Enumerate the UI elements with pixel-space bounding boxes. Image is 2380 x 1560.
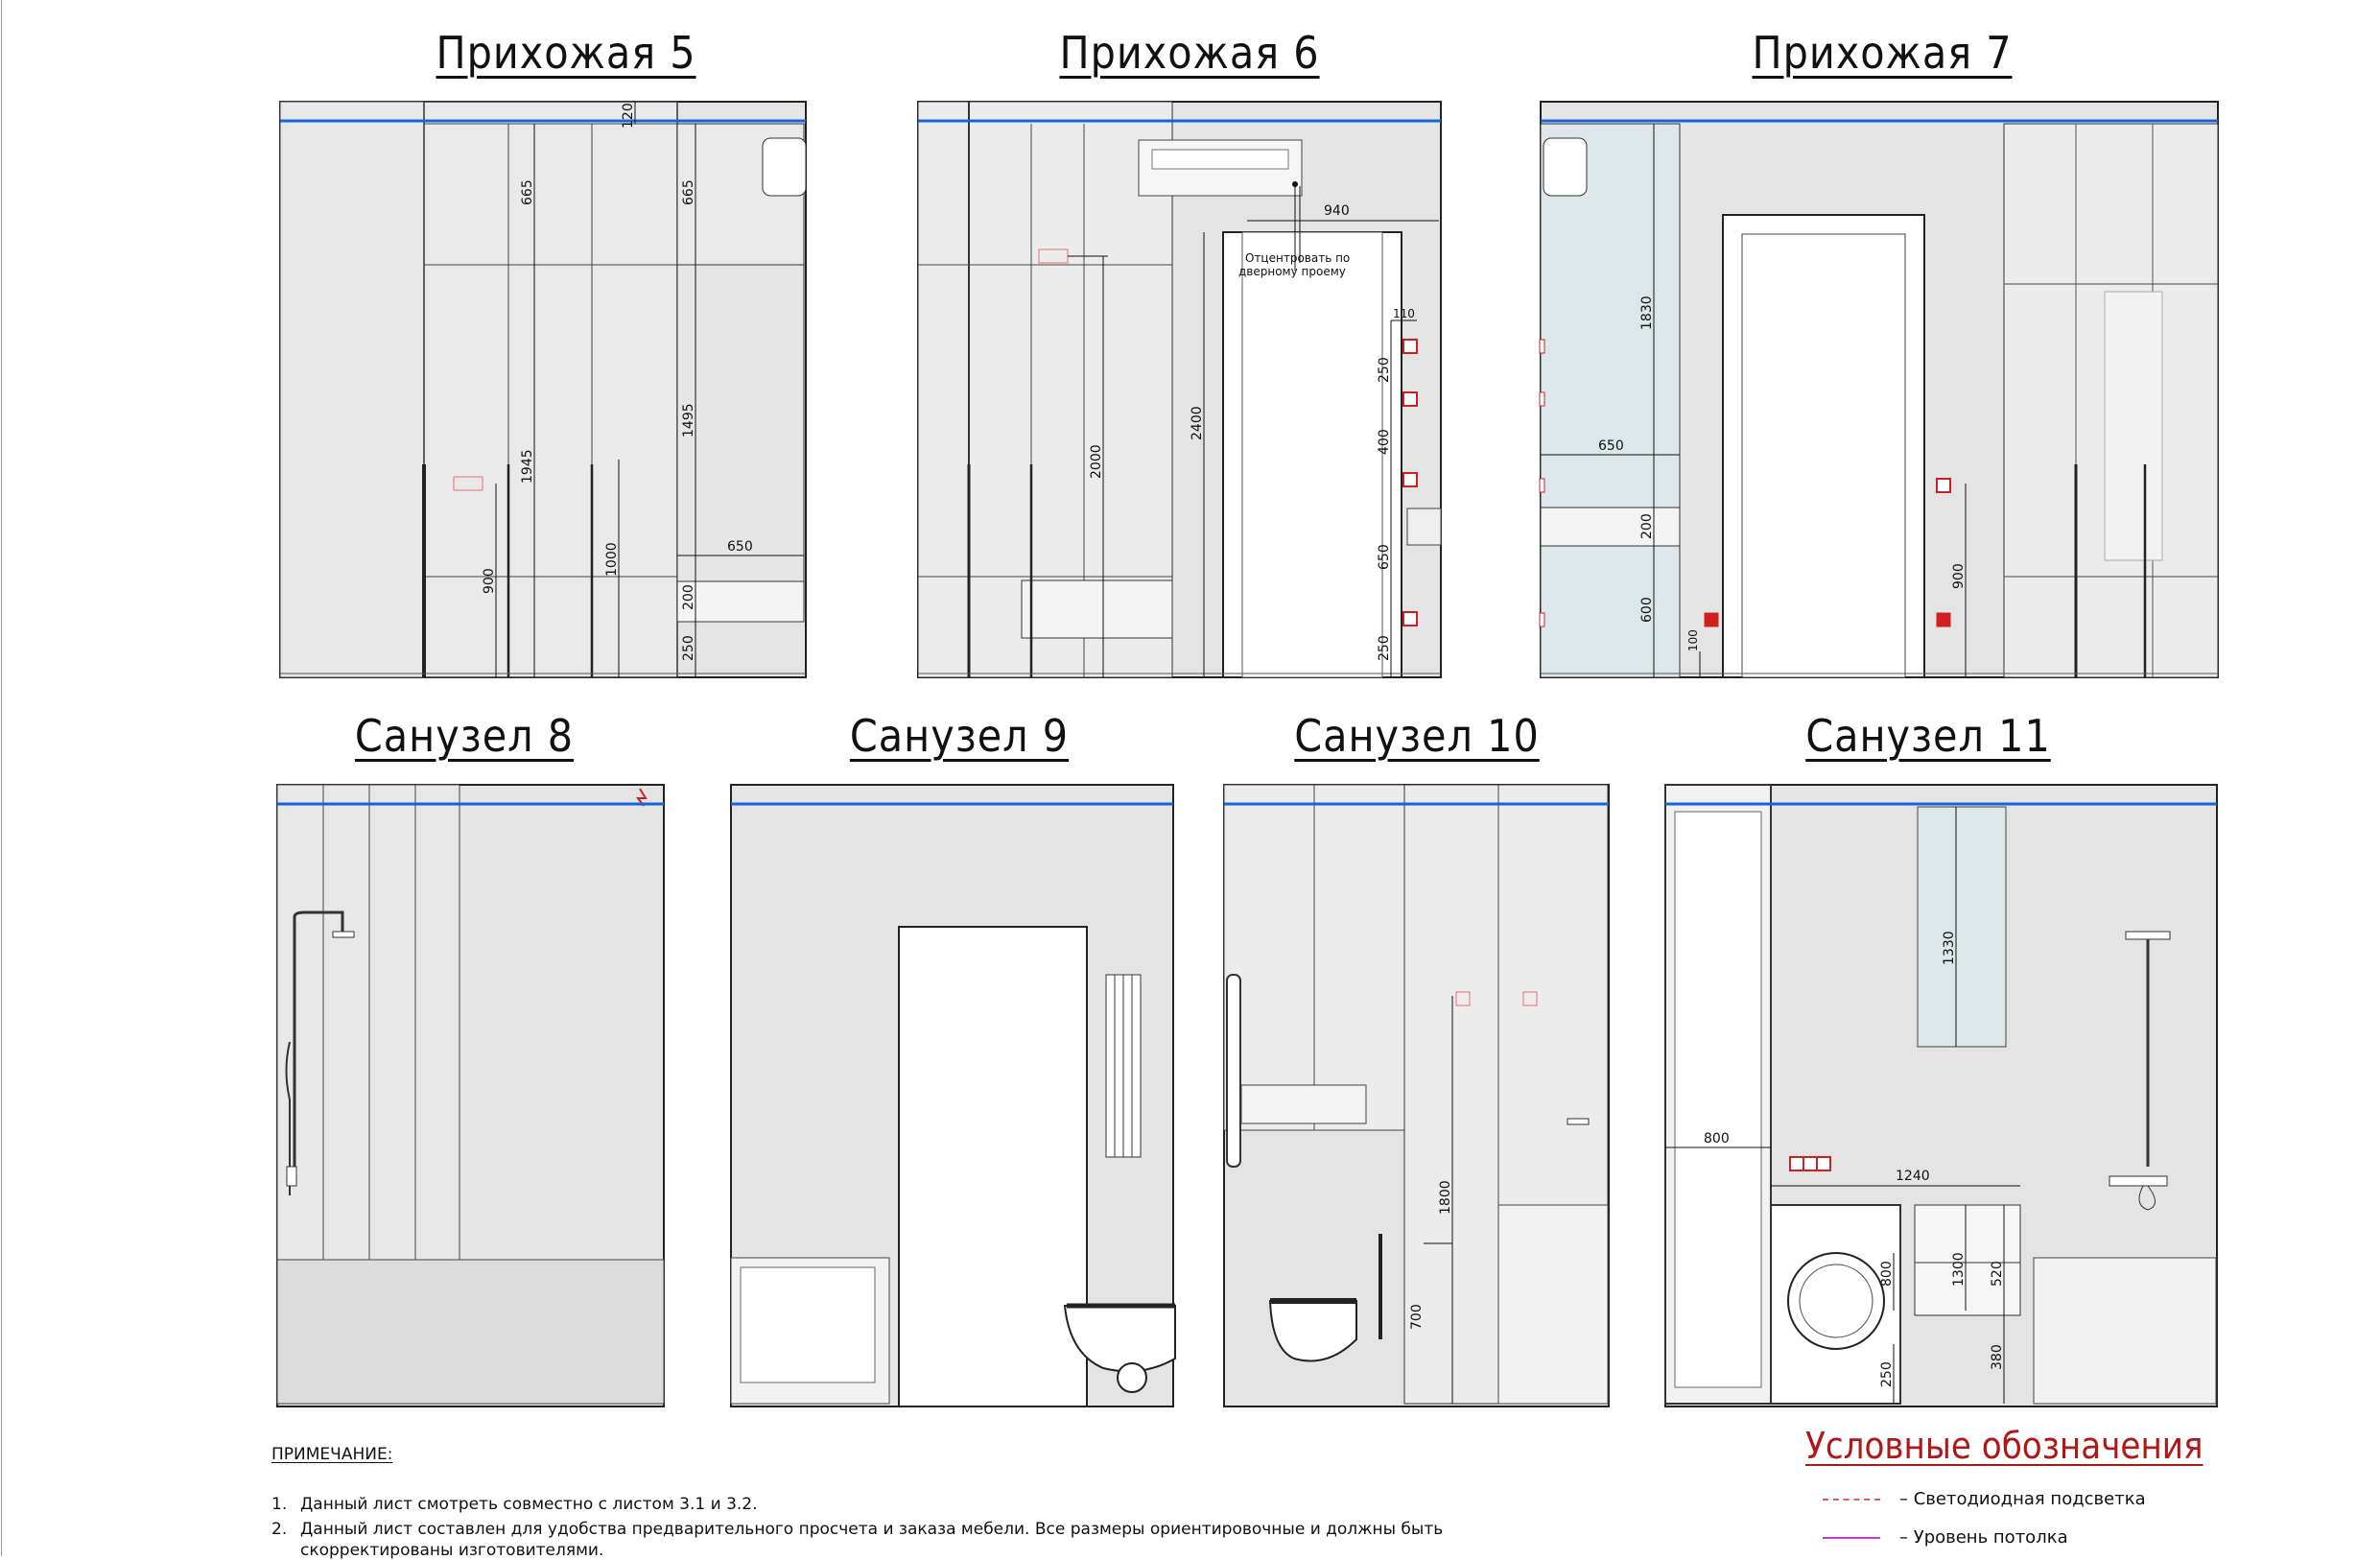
dim-label: 120: [621, 103, 636, 129]
dim-label: 100: [1686, 629, 1700, 651]
dim-label: 1300: [1951, 1252, 1967, 1287]
dim-label: 2400: [1190, 406, 1205, 440]
legend-swatch: [1823, 1499, 1880, 1501]
elevation-bathroom-10: 1800 700: [1222, 783, 1612, 1410]
dim-label: 200: [1639, 513, 1655, 539]
dim-label: 650: [1377, 544, 1392, 570]
note-item: 1. Данный лист смотреть совместно с листо…: [271, 1495, 758, 1514]
note-number: 1.: [271, 1495, 288, 1514]
elevation-title-8: Санузел 8: [354, 710, 575, 762]
note-item: 2. Данный лист составлен для удобства пре…: [271, 1520, 1443, 1539]
dim-label: 1330: [1942, 931, 1957, 965]
legend-label: – Уровень потолка: [1899, 1527, 2068, 1548]
elevation-bathroom-11: 1330 800 1240 800 1300 520 250 380: [1663, 783, 2220, 1410]
elevation-title-10: Санузел 10: [1294, 710, 1540, 762]
dim-label: 380: [1990, 1344, 2005, 1370]
dim-label: 900: [482, 568, 497, 594]
elevation-title-6: Прихожая 6: [1059, 27, 1320, 79]
legend-item-led: – Светодиодная подсветка: [1823, 1489, 2146, 1509]
dim-label: 110: [1393, 307, 1415, 320]
dim-label: 900: [1951, 563, 1967, 589]
elevation-bathroom-9: [729, 783, 1176, 1410]
legend-title: Условные обозначения: [1805, 1425, 2203, 1467]
dim-label: 665: [681, 179, 696, 205]
dim-label: 1945: [520, 449, 535, 484]
dim-note: дверному проему: [1238, 265, 1346, 278]
dim-label: 250: [1879, 1361, 1895, 1387]
note-text: скорректированы изготовителями.: [300, 1541, 604, 1560]
elevation-hallway-7: 1830 650 200 600 100 900: [1539, 100, 2220, 681]
dim-label: 1000: [604, 542, 620, 577]
dim-label: 600: [1639, 597, 1655, 623]
dim-label: 520: [1990, 1261, 2005, 1287]
note-text: Данный лист составлен для удобства предв…: [300, 1520, 1444, 1539]
dim-label: 940: [1324, 203, 1350, 219]
dim-label: 800: [1704, 1131, 1730, 1146]
dim-label: 200: [681, 584, 696, 610]
dim-label: 800: [1879, 1261, 1895, 1287]
legend-swatch: [1823, 1537, 1880, 1539]
dim-label: 250: [1377, 357, 1392, 383]
dim-label: 1495: [681, 403, 696, 437]
dim-label: 650: [727, 539, 753, 555]
dim-label: 1830: [1639, 295, 1655, 330]
notes-heading: ПРИМЕЧАНИЕ:: [271, 1445, 393, 1464]
elevation-hallway-6: 940 Отцентровать по дверному проему 2000…: [916, 100, 1444, 681]
note-number: 2.: [271, 1520, 288, 1539]
dim-label: 250: [1377, 635, 1392, 661]
note-text: Данный лист смотреть совместно с листом …: [300, 1495, 758, 1514]
elevation-title-7: Прихожая 7: [1752, 27, 2013, 79]
elevation-bathroom-8: [275, 783, 667, 1410]
legend-item-ceiling: – Уровень потолка: [1823, 1527, 2068, 1548]
dim-note: Отцентровать по: [1245, 251, 1350, 265]
elevation-title-5: Прихожая 5: [436, 27, 696, 79]
elevation-title-11: Санузел 11: [1805, 710, 2051, 762]
dim-label: 250: [681, 635, 696, 661]
note-item: скорректированы изготовителями.: [271, 1541, 603, 1560]
elevation-hallway-5: 665 120 665 1945 1495 1000 650 900 200 2…: [278, 100, 808, 681]
dim-label: 650: [1598, 438, 1624, 454]
legend-label: – Светодиодная подсветка: [1899, 1489, 2146, 1509]
elevation-title-9: Санузел 9: [849, 710, 1070, 762]
dim-label: 1240: [1896, 1169, 1930, 1184]
dim-label: 400: [1377, 429, 1392, 455]
dim-label: 665: [520, 179, 535, 205]
dim-label: 700: [1409, 1304, 1425, 1330]
dim-label: 1800: [1438, 1180, 1453, 1215]
dim-label: 2000: [1089, 444, 1104, 479]
